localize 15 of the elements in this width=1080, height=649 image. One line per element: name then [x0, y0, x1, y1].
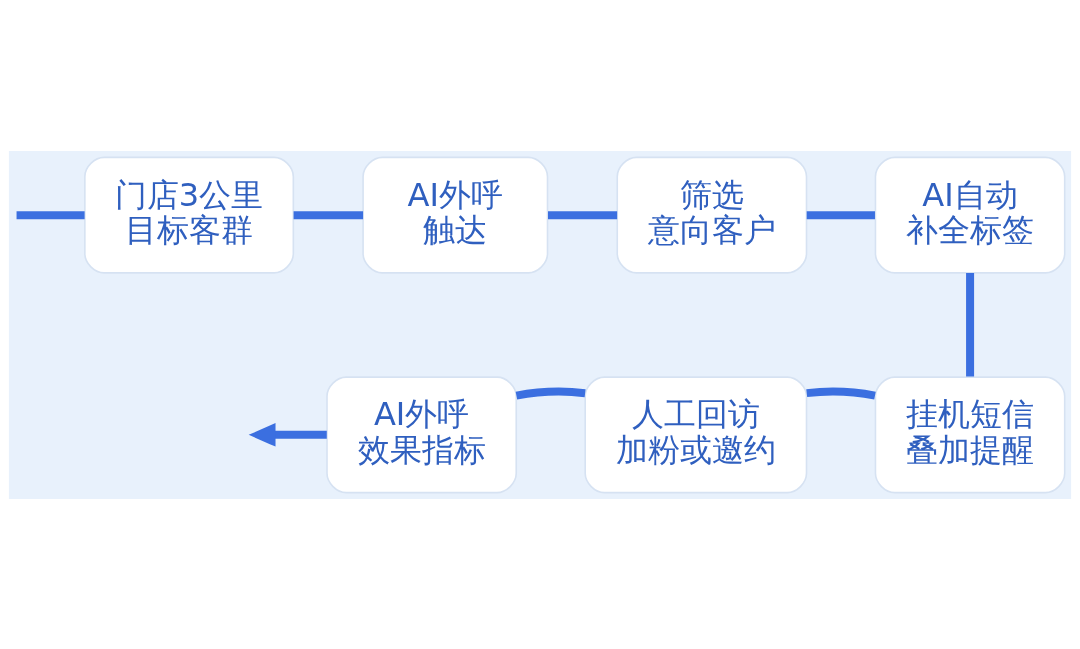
connector — [16, 210, 85, 219]
node-box: 筛选 意向客户 — [616, 156, 808, 274]
connector — [515, 387, 586, 400]
connector — [966, 272, 975, 376]
connector — [806, 387, 876, 400]
connector — [806, 210, 875, 219]
connector — [293, 210, 364, 219]
node-box: 人工回访 加粉或邀约 — [584, 375, 808, 493]
node-box: AI外呼 触达 — [362, 156, 549, 274]
node-box: AI外呼 效果指标 — [326, 375, 518, 493]
node-box: 挂机短信 叠加提醒 — [874, 375, 1066, 493]
arrow — [248, 422, 327, 447]
node-box: 门店3公里 目标客群 — [84, 156, 295, 274]
connector — [548, 210, 618, 219]
node-box: AI自动 补全标签 — [874, 156, 1066, 274]
